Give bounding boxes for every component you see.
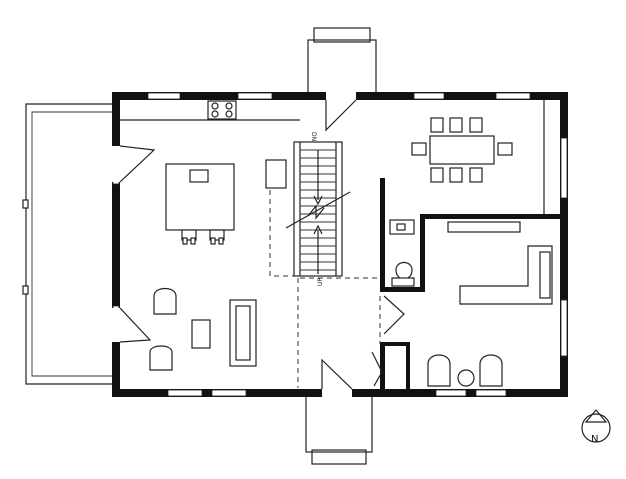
kitchen-counter [120,100,300,121]
north-arrow-label: N [591,434,598,445]
stair-down-label: DN [310,132,317,141]
kitchen-island [165,163,235,245]
interior-walls [371,178,562,392]
staircase: DN UP [285,132,351,286]
dining-set [411,117,513,183]
north-stoop [307,27,377,97]
north-arrow: N [581,409,611,445]
refrigerator [265,159,287,189]
sectional-sofa [447,221,553,305]
west-porch [22,103,117,385]
family-room-furniture [149,287,257,371]
living-chairs [427,354,503,387]
cabinet-outline [269,190,294,277]
south-stoop [305,395,373,465]
bathroom-fixtures [389,219,415,287]
stair-up-label: UP [317,278,324,286]
doors [112,92,357,397]
